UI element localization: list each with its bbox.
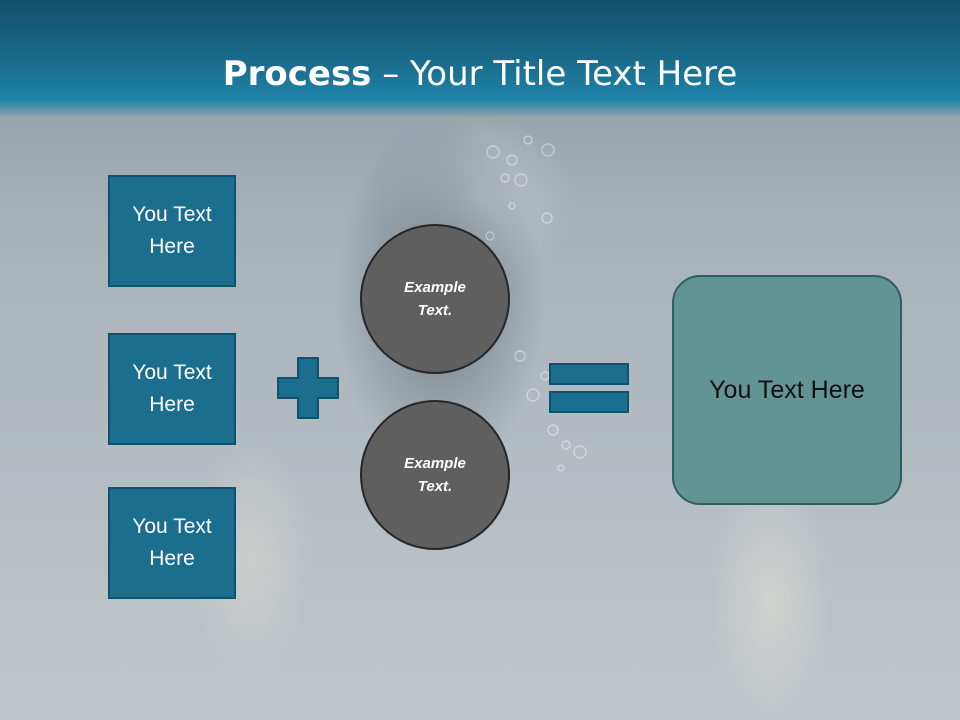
equals-icon — [548, 362, 630, 420]
text-box-1-label: You Text Here — [132, 203, 212, 258]
text-box-3-label: You Text Here — [132, 515, 212, 570]
text-box-3[interactable]: You Text Here — [108, 487, 236, 599]
text-box-1[interactable]: You Text Here — [108, 175, 236, 287]
text-box-2[interactable]: You Text Here — [108, 333, 236, 445]
example-circle-2-label: Example Text. — [404, 455, 466, 495]
title-rest: – Your Title Text Here — [371, 54, 738, 94]
text-box-2-label: You Text Here — [132, 361, 212, 416]
example-circle-1[interactable]: Example Text. — [360, 224, 510, 374]
result-box[interactable]: You Text Here — [672, 275, 902, 505]
plus-icon — [276, 356, 340, 424]
result-box-label: You Text Here — [709, 375, 865, 404]
title-bold: Process — [222, 54, 372, 94]
slide-title: Process – Your Title Text Here — [0, 52, 960, 96]
title-bar — [0, 0, 960, 118]
example-circle-2[interactable]: Example Text. — [360, 400, 510, 550]
example-circle-1-label: Example Text. — [404, 279, 466, 319]
